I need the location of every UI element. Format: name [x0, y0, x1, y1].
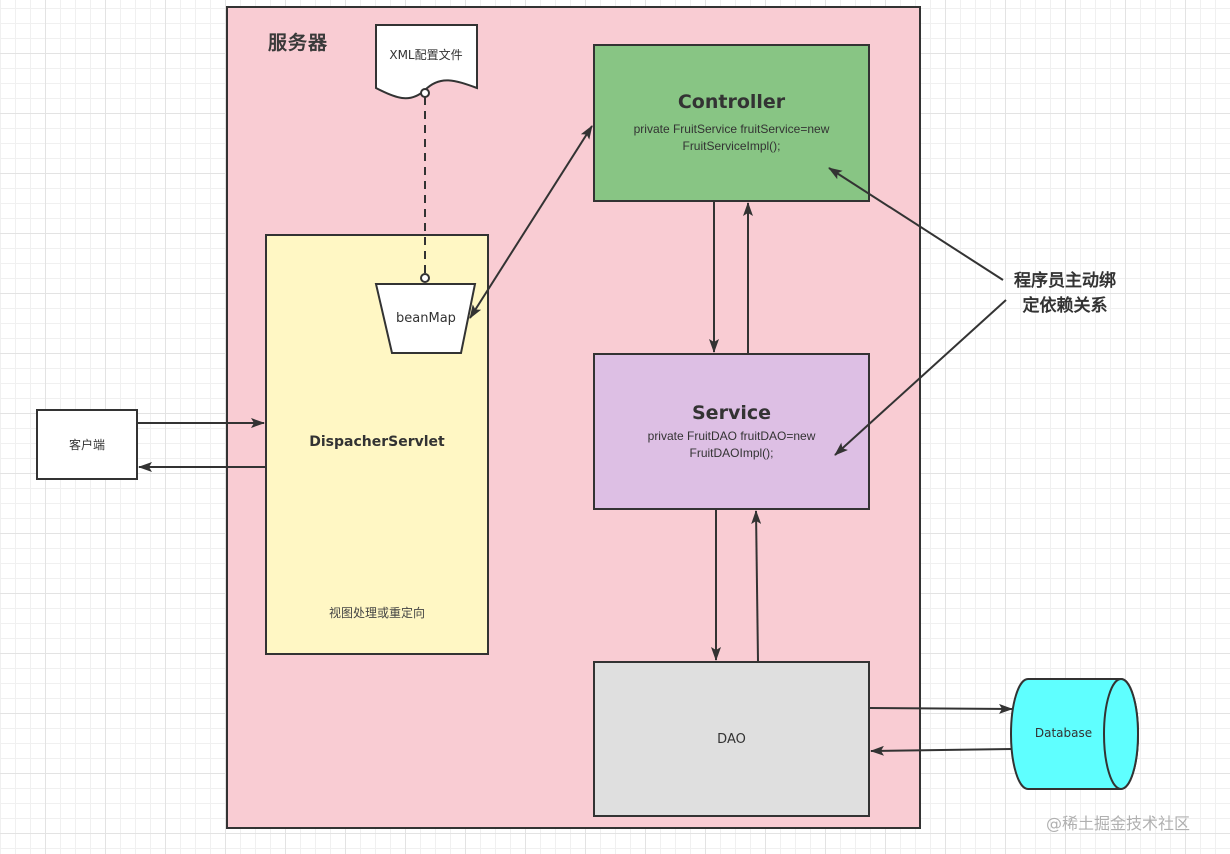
controller-code-line1: private FruitService fruitService=new [633, 122, 830, 136]
client-node[interactable]: 客户端 [36, 409, 138, 480]
watermark: @稀土掘金技术社区 [1046, 814, 1191, 833]
service-title: Service [692, 401, 771, 424]
edge-dao-to-service [751, 510, 762, 662]
xml-connector-dot [420, 88, 430, 98]
beanmap-connector-dot [420, 273, 430, 283]
controller-title: Controller [677, 91, 786, 113]
client-label: 客户端 [68, 438, 105, 452]
server-title: 服务器 [268, 32, 329, 54]
database-label: Database [1034, 726, 1093, 740]
dispatcher-servlet-subtitle: 视图处理或重定向 [328, 606, 425, 620]
service-code-line1: private FruitDAO fruitDAO=new [647, 428, 816, 443]
edge-annotation-to-service [834, 299, 1007, 456]
dispatcher-servlet-title: DispacherServlet [309, 434, 445, 450]
edge-dao-to-database [869, 703, 1013, 714]
controller-node[interactable]: Controller private FruitService fruitSer… [593, 44, 870, 202]
dao-node[interactable]: DAO [593, 661, 870, 817]
database-shape[interactable] [1010, 678, 1139, 790]
dependency-annotation: 程序员主动绑 定依赖关系 [995, 269, 1135, 319]
dispatcher-servlet-node[interactable]: DispacherServlet 视图处理或重定向 [265, 234, 489, 655]
annotation-line1: 程序员主动绑 [1014, 271, 1116, 291]
edge-database-to-dao [870, 745, 1013, 756]
annotation-line2: 定依赖关系 [1022, 296, 1108, 316]
dao-label: DAO [717, 731, 746, 747]
service-node[interactable]: Service private FruitDAO fruitDAO=new Fr… [593, 353, 870, 510]
edge-beanmap-controller [469, 125, 593, 319]
service-code-line2: FruitDAOImpl(); [689, 445, 774, 460]
beanmap-label: beanMap [396, 311, 456, 326]
beanmap-shape[interactable] [374, 283, 477, 354]
xml-config-label: XML配置文件 [389, 48, 463, 62]
controller-code-line2: FruitServiceImpl(); [682, 139, 781, 153]
edge-annotation-to-controller [828, 167, 1004, 281]
